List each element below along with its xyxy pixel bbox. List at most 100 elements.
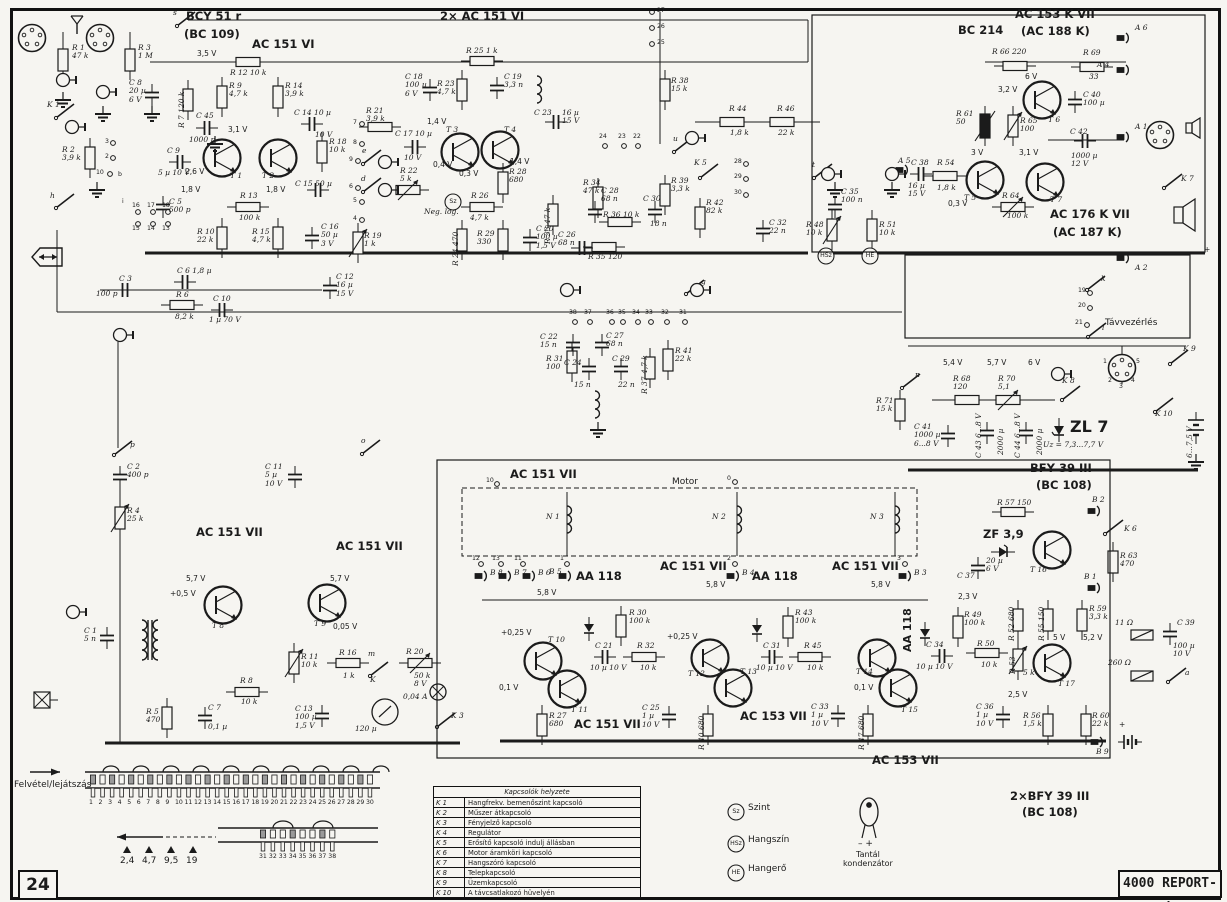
pin-27: 27 bbox=[657, 7, 665, 14]
pin bbox=[478, 561, 484, 567]
emitter-arrow bbox=[230, 167, 236, 173]
pin bbox=[1084, 322, 1090, 328]
rv-r-19: R 19 1 k bbox=[364, 231, 382, 249]
wire bbox=[559, 674, 581, 687]
din-pin bbox=[24, 41, 30, 47]
wire bbox=[397, 179, 419, 201]
rh-r-45: R 45 bbox=[804, 641, 822, 650]
label-ac-151-vii: AC 151 VII bbox=[832, 559, 899, 573]
shape bbox=[1161, 185, 1167, 191]
strip-contact bbox=[300, 774, 307, 785]
pin-31: 31 bbox=[679, 309, 687, 316]
shape bbox=[124, 48, 136, 72]
cv-c-20: C 20 100 µ 1,5 V bbox=[536, 224, 558, 250]
speaker bbox=[1182, 197, 1196, 233]
rh-r-12-10-k: R 12 10 k bbox=[230, 68, 267, 77]
strip-contact bbox=[252, 774, 259, 785]
rh-r-46: R 46 bbox=[777, 104, 795, 113]
pin bbox=[135, 221, 141, 227]
c-c-42: C 42 bbox=[1070, 127, 1088, 136]
emitter-arrow bbox=[575, 698, 581, 704]
wire bbox=[1051, 431, 1055, 436]
strip-pin-26: 26 bbox=[327, 799, 336, 806]
r-r-59: R 59 3,3 k bbox=[1089, 604, 1108, 622]
cv-c-35: C 35 100 n bbox=[841, 187, 863, 205]
switch-lever bbox=[361, 439, 381, 455]
shape bbox=[697, 175, 703, 181]
shape bbox=[894, 398, 906, 422]
wire bbox=[861, 824, 866, 839]
label-100-k: 100 k bbox=[1007, 211, 1029, 220]
strip-pin-8: 8 bbox=[155, 799, 160, 806]
strip-pin-2: 2 bbox=[98, 799, 103, 806]
sw-k-6: K 6 bbox=[1124, 524, 1137, 533]
transistor-body bbox=[1032, 643, 1072, 683]
t-t-2: T 2 bbox=[262, 171, 275, 180]
c-c-26: C 26 68 n bbox=[558, 230, 576, 248]
label-2-6-v: 2,6 V bbox=[185, 167, 205, 176]
transformer-winding bbox=[152, 619, 159, 661]
label-aa-118: AA 118 bbox=[576, 569, 622, 583]
pin-12: 12 bbox=[472, 555, 480, 562]
label-bc-109: (BC 109) bbox=[184, 27, 240, 41]
label-3-1-v: 3,1 V bbox=[1019, 148, 1039, 157]
strip-tooth bbox=[157, 787, 163, 798]
plug-socket bbox=[1125, 64, 1130, 76]
legend-desc: Műszer átkapcsoló bbox=[468, 808, 532, 817]
label-aa-118: AA 118 bbox=[752, 569, 798, 583]
strip-contact bbox=[195, 774, 202, 785]
cv-c-33: C 33 1 µ 10 V bbox=[811, 702, 829, 728]
label-5-4-v: 5,4 V bbox=[943, 358, 963, 367]
strip-contact bbox=[289, 829, 296, 839]
label-bcy-51-r: BCY 51 r bbox=[186, 9, 242, 23]
strip-contact bbox=[261, 774, 268, 785]
shape bbox=[1022, 646, 1027, 651]
t-t-17: T 17 bbox=[1058, 679, 1075, 688]
shape bbox=[1107, 550, 1119, 574]
plug-pin bbox=[498, 573, 507, 579]
label-0-1-v: 0,1 V bbox=[499, 683, 519, 692]
pin bbox=[649, 41, 655, 47]
label-bc-214: BC 214 bbox=[958, 23, 1004, 37]
label-ac-151-vii: AC 151 VII bbox=[510, 467, 577, 481]
pin-2: 2 bbox=[105, 153, 109, 160]
pin-10: 10 bbox=[486, 477, 494, 484]
switch-lever bbox=[1169, 349, 1189, 365]
din-pin bbox=[1152, 138, 1158, 144]
sw-p: p bbox=[130, 440, 135, 449]
wire bbox=[110, 503, 130, 533]
rh-r-26: R 26 bbox=[471, 191, 489, 200]
din-pin bbox=[92, 41, 98, 47]
strip-hump bbox=[192, 765, 210, 773]
r-r-39: R 39 3,3 k bbox=[671, 176, 690, 194]
switch-lever bbox=[55, 193, 75, 209]
din-pin bbox=[105, 32, 111, 38]
plug-pin bbox=[1087, 585, 1096, 591]
rh-r-13: R 13 bbox=[240, 191, 258, 200]
transistor-body bbox=[258, 138, 298, 178]
speed-marker bbox=[189, 846, 197, 853]
strip-tooth bbox=[176, 787, 182, 798]
rel-11-ω: 11 Ω bbox=[1115, 618, 1134, 627]
transistor-body bbox=[1022, 80, 1062, 120]
strip-tooth bbox=[167, 787, 172, 798]
strip-pin-13: 13 bbox=[203, 799, 212, 806]
r-r-56: R 56 1,5 k bbox=[1023, 711, 1042, 729]
rh-r-57-150: R 57 150 bbox=[997, 498, 1032, 507]
wire bbox=[872, 824, 877, 839]
strip-tooth bbox=[272, 787, 277, 798]
coil bbox=[594, 390, 601, 419]
strip-contact bbox=[299, 829, 306, 839]
sw-e: e bbox=[362, 146, 367, 155]
strip-tooth bbox=[291, 787, 296, 798]
strip-tooth bbox=[214, 787, 220, 798]
c-c-31: C 31 bbox=[763, 641, 781, 650]
strip-pin-15: 15 bbox=[222, 799, 231, 806]
speed-4,7: 4,7 bbox=[142, 856, 157, 866]
switch-lever bbox=[176, 11, 196, 27]
plug-b-3: B 3 bbox=[914, 568, 927, 577]
din-pin bbox=[34, 41, 40, 47]
label-ac-153-k-vii: AC 153 K VII bbox=[1015, 7, 1095, 21]
